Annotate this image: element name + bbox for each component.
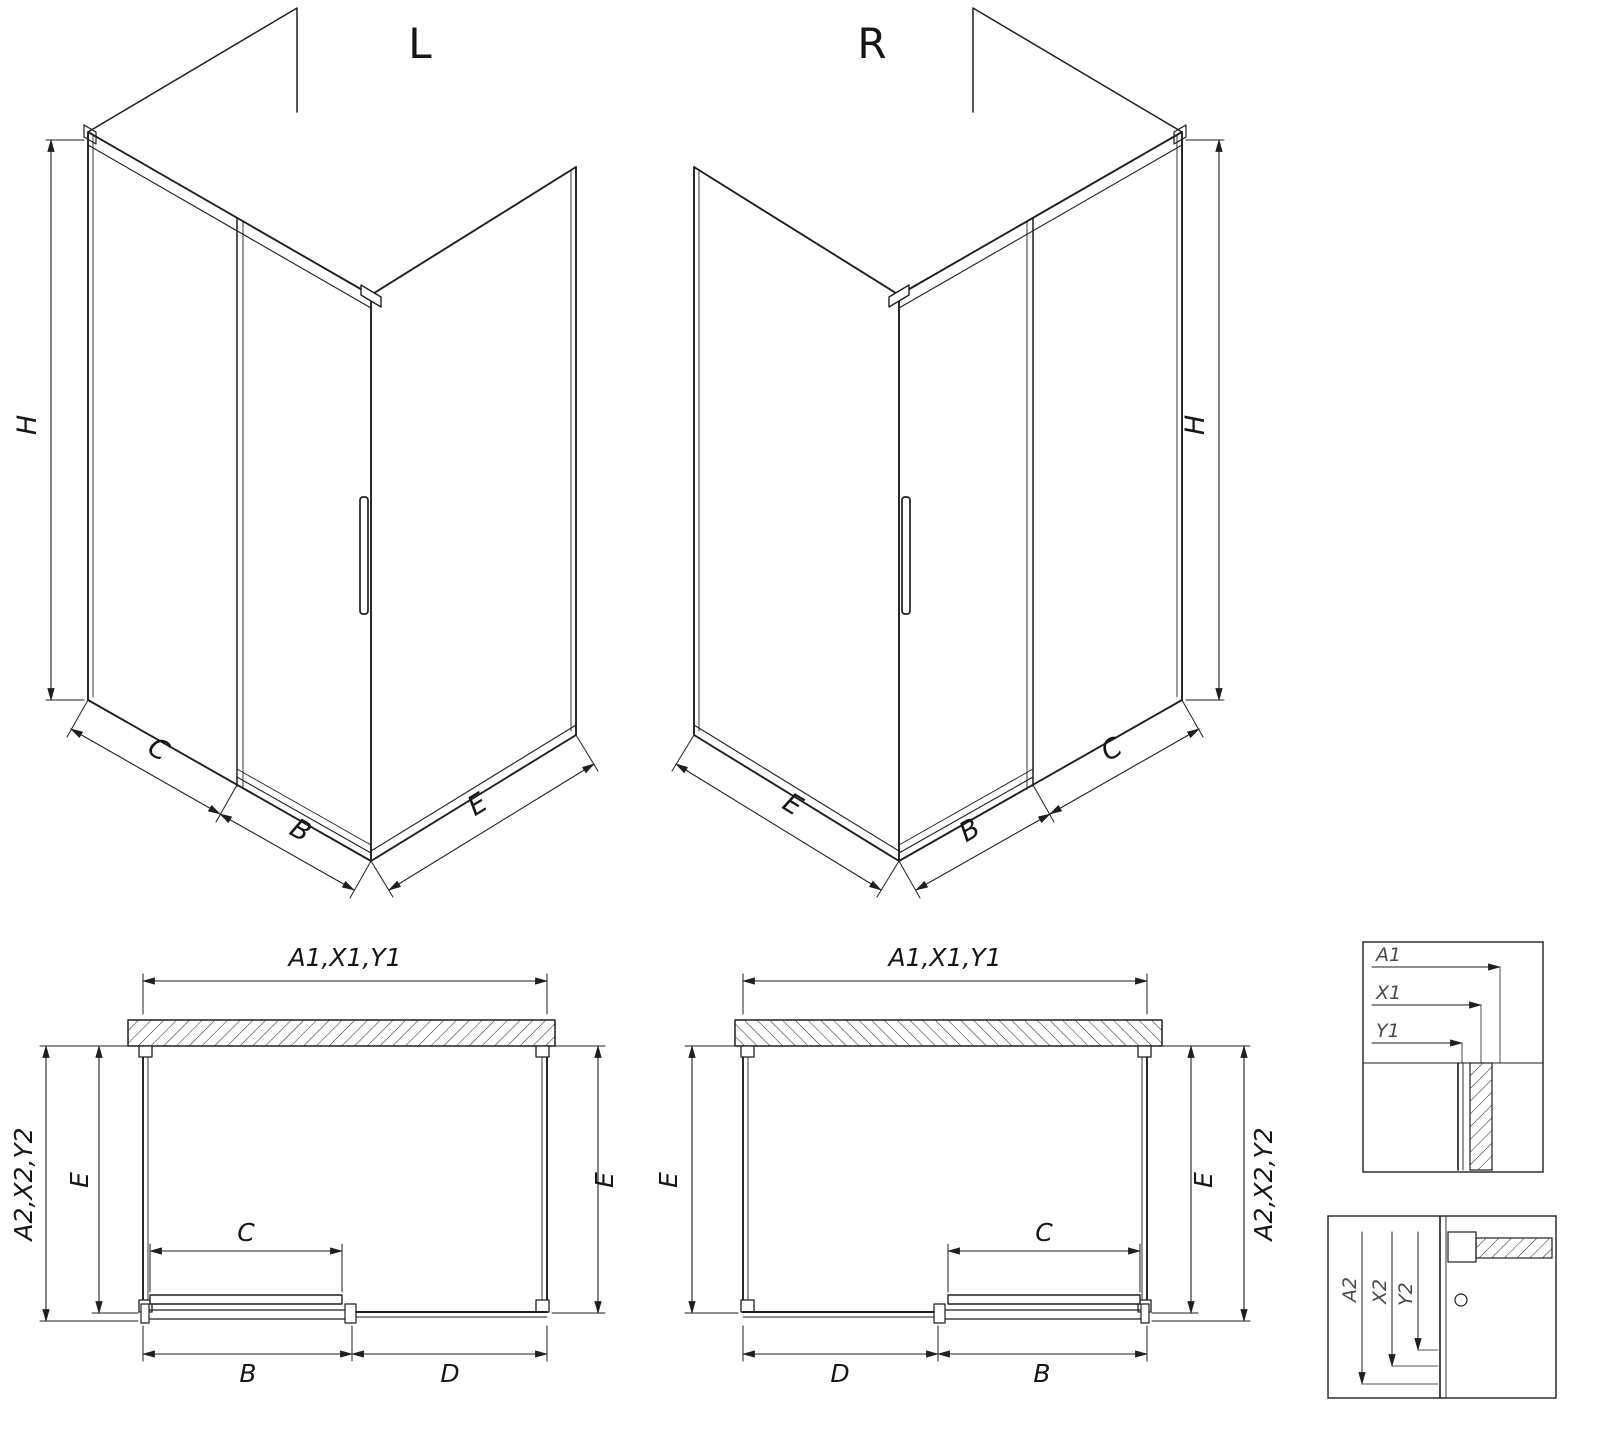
iso-right-dim-b: B — [954, 813, 986, 849]
iso-right-dim-h: H — [1180, 415, 1211, 435]
plan-left-dim-e-right: E — [590, 1172, 619, 1188]
detail-view-top — [1362, 941, 1544, 1173]
plan-left-dim-a2: A2,X2,Y2 — [9, 1127, 38, 1242]
detail-y1-label: Y1 — [1376, 1020, 1400, 1042]
iso-view-left — [46, 8, 598, 898]
roller-detail — [1454, 1293, 1468, 1307]
plan-right-dim-a2: A2,X2,Y2 — [1249, 1127, 1278, 1242]
iso-right-title: R — [857, 19, 886, 68]
detail-box — [1327, 1215, 1557, 1399]
labels-layer: L H C B E R H C B E A1,X1,Y1 A2,X2,Y2 E … — [9, 19, 1417, 1388]
iso-left-dim-b: B — [284, 813, 316, 849]
detail-y2-label: Y2 — [1395, 1282, 1417, 1306]
plan-right-dim-d: D — [830, 1359, 849, 1388]
detail-a1-label: A1 — [1374, 944, 1401, 966]
plan-right-dim-e-left: E — [654, 1172, 683, 1188]
detail-view-bottom — [1327, 1215, 1557, 1399]
detail-box — [1362, 941, 1544, 1173]
iso-right-dim-c: C — [1096, 731, 1128, 767]
iso-left-dim-c: C — [142, 732, 174, 768]
plan-view-left — [40, 974, 605, 1361]
wall-section-hatched — [1475, 1237, 1553, 1259]
iso-left-title: L — [408, 19, 432, 68]
detail-a2-label: A2 — [1339, 1277, 1361, 1304]
plan-left-dim-a1: A1,X1,Y1 — [286, 943, 401, 972]
plan-left-dim-b: B — [239, 1359, 256, 1388]
plan-view-right — [685, 974, 1250, 1361]
plan-left-dim-d: D — [440, 1359, 459, 1388]
plan-right-dim-c: C — [1035, 1218, 1053, 1247]
plan-right-dim-a1: A1,X1,Y1 — [886, 943, 1001, 972]
iso-view-right — [672, 8, 1224, 898]
plan-right-dim-b: B — [1033, 1359, 1050, 1388]
plan-right-dim-e-right: E — [1189, 1172, 1218, 1188]
plan-left-dim-e-left: E — [65, 1172, 94, 1188]
plan-left-dim-c: C — [237, 1218, 255, 1247]
iso-left-dim-e: E — [462, 787, 493, 822]
iso-right-dim-e: E — [777, 787, 808, 822]
iso-left-dim-h: H — [12, 415, 43, 435]
detail-x2-label: X2 — [1369, 1279, 1391, 1305]
corner-profile — [1447, 1231, 1477, 1263]
wall-section-hatched — [1469, 1062, 1493, 1171]
detail-x1-label: X1 — [1375, 982, 1401, 1004]
